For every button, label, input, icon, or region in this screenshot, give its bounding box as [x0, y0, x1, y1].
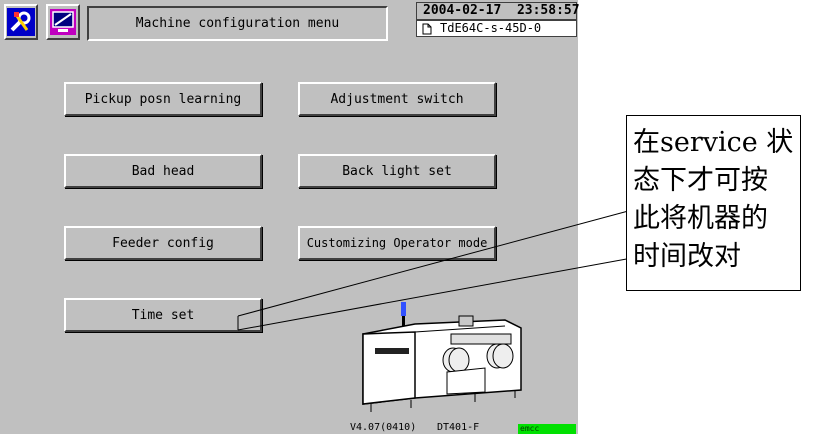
back-light-set-button[interactable]: Back light set: [298, 154, 496, 188]
pickup-posn-learning-button[interactable]: Pickup posn learning: [64, 82, 262, 116]
document-icon: [422, 23, 432, 34]
file-name: TdE64C-s-45D-0: [440, 21, 542, 35]
bad-head-button[interactable]: Bad head: [64, 154, 262, 188]
status-badge: emcc: [518, 424, 576, 434]
version-label: V4.07(0410): [350, 422, 417, 433]
feeder-config-button[interactable]: Feeder config: [64, 226, 262, 260]
annotation-callout: 在service 状态下才可按此将机器的时间改对: [626, 115, 801, 291]
page-title: Machine configuration menu: [87, 6, 388, 41]
current-file: TdE64C-s-45D-0: [416, 20, 577, 37]
time-text: 23:58:57: [516, 3, 580, 18]
customizing-operator-mode-button[interactable]: Customizing Operator mode: [298, 226, 496, 260]
machine-screen: Machine configuration menu 2004-02-17 23…: [0, 0, 580, 434]
monitor-icon: [50, 9, 76, 35]
wrench-screwdriver-icon: [7, 8, 35, 36]
machine-illustration: [362, 302, 522, 412]
time-set-button[interactable]: Time set: [64, 298, 262, 332]
adjustment-switch-button[interactable]: Adjustment switch: [298, 82, 496, 116]
datetime-display: 2004-02-17 23:58:57: [416, 2, 580, 20]
tools-button[interactable]: [4, 4, 38, 40]
date-text: 2004-02-17: [423, 3, 502, 18]
monitor-button[interactable]: [46, 4, 80, 40]
model-label: DT401-F: [437, 422, 480, 433]
